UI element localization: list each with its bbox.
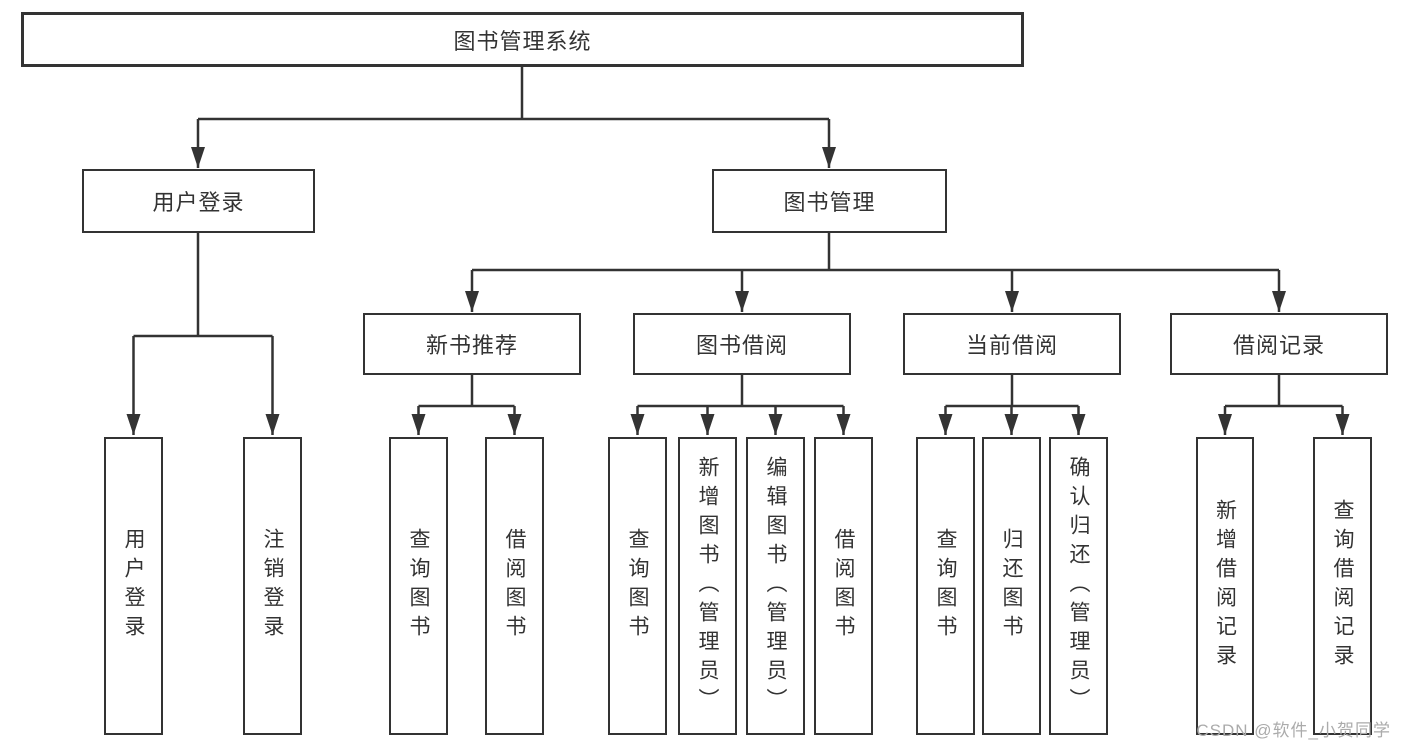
node-book-management: 图书管理 [712,169,947,233]
leaf-return-books: 归还图书 [982,437,1041,735]
leaf-borrow-books-recommend: 借阅图书 [485,437,544,735]
leaf-confirm-return-admin: 确认归还（管理员） [1049,437,1108,735]
leaf-query-borrow-record: 查询借阅记录 [1313,437,1372,735]
leaf-borrow-books: 借阅图书 [814,437,873,735]
leaf-logout: 注销登录 [243,437,302,735]
leaf-query-books-recommend: 查询图书 [389,437,448,735]
leaf-query-books-borrowing: 查询图书 [608,437,667,735]
leaf-user-login: 用户登录 [104,437,163,735]
node-borrowing-records: 借阅记录 [1170,313,1388,375]
leaf-add-books-admin: 新增图书（管理员） [678,437,737,735]
leaf-add-borrow-record: 新增借阅记录 [1196,437,1254,735]
node-book-borrowing: 图书借阅 [633,313,851,375]
node-user-login: 用户登录 [82,169,315,233]
node-current-borrowing: 当前借阅 [903,313,1121,375]
watermark: CSDN @软件_小贺同学 [1196,721,1391,740]
node-new-book-recommendation: 新书推荐 [363,313,581,375]
leaf-query-books-current: 查询图书 [916,437,975,735]
leaf-edit-books-admin: 编辑图书（管理员） [746,437,805,735]
node-library-management-system: 图书管理系统 [21,12,1024,67]
